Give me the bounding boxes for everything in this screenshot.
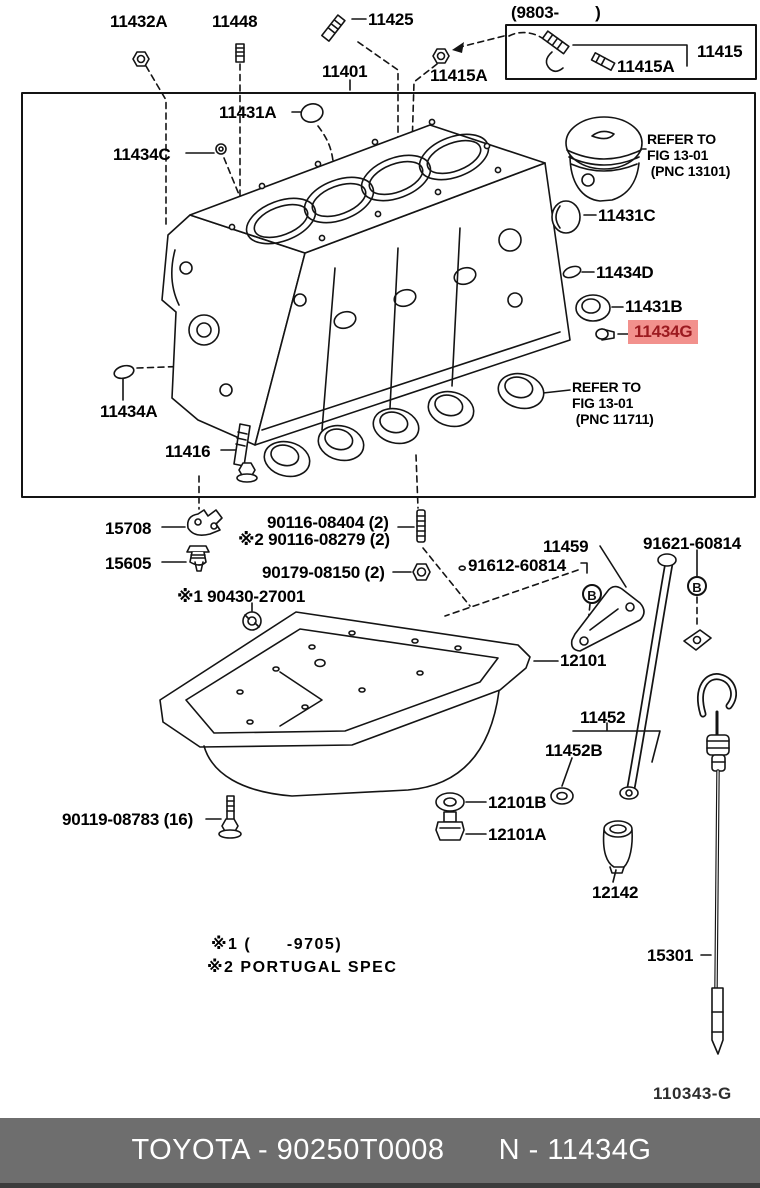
part-label-15301[interactable]: 15301	[647, 946, 694, 965]
part-label-91612-60814[interactable]: 91612-60814	[468, 556, 567, 575]
refer-note-pnc-13101: REFER TO FIG 13-01 (PNC 13101)	[647, 131, 731, 179]
part-label-11415a-upper[interactable]: 11415A	[430, 66, 488, 85]
footer-catalog-id: TOYOTA - 90250T0008	[131, 1134, 445, 1166]
part-label-11434c[interactable]: 11434C	[113, 145, 171, 164]
part-label-12101b[interactable]: 12101B	[488, 793, 547, 812]
footer-part-number: N - 11434G	[498, 1134, 652, 1166]
part-label-11416[interactable]: 11416	[165, 442, 211, 461]
part-label-90116-08279[interactable]: ※2 90116-08279 (2)	[238, 530, 390, 549]
part-label-11434g[interactable]: 11434G	[628, 320, 699, 344]
part-label-11425[interactable]: 11425	[368, 10, 414, 29]
part-label-91621-60814[interactable]: 91621-60814	[643, 534, 742, 553]
part-label-11415a-box[interactable]: 11415A	[617, 57, 675, 76]
footnote-1: ※1 ( -9705)	[211, 936, 343, 953]
part-label-90430-27001[interactable]: ※1 90430-27001	[177, 587, 306, 606]
part-label-15605[interactable]: 15605	[105, 554, 152, 573]
bolt-marker-b-2: B	[687, 576, 707, 596]
part-label-12101a[interactable]: 12101A	[488, 825, 547, 844]
part-label-11431b[interactable]: 11431B	[625, 297, 683, 316]
part-label-11431a[interactable]: 11431A	[219, 103, 277, 122]
part-label-11431c[interactable]: 11431C	[598, 206, 656, 225]
refer-note-pnc-11711: REFER TO FIG 13-01 (PNC 11711)	[572, 379, 654, 427]
part-label-15708[interactable]: 15708	[105, 519, 152, 538]
part-label-12142[interactable]: 12142	[592, 883, 639, 902]
bolt-marker-b-1: B	[582, 584, 602, 604]
diagram-code: 110343-G	[653, 1084, 732, 1103]
part-label-90179-08150[interactable]: 90179-08150 (2)	[262, 563, 385, 582]
footnote-2: ※2 PORTUGAL SPEC	[207, 959, 398, 976]
part-label-11448[interactable]: 11448	[212, 12, 258, 31]
part-label-12101[interactable]: 12101	[560, 651, 607, 670]
part-label-11432a[interactable]: 11432A	[110, 12, 168, 31]
part-label-90116-08404[interactable]: 90116-08404 (2)	[267, 513, 389, 532]
part-label-11401[interactable]: 11401	[322, 62, 368, 81]
part-label-11452b[interactable]: 11452B	[545, 741, 603, 760]
date-range-note: (9803- )	[511, 3, 601, 22]
part-label-90119-08783[interactable]: 90119-08783 (16)	[62, 810, 194, 829]
part-label-11415[interactable]: 11415	[697, 42, 743, 61]
part-label-11434a[interactable]: 11434A	[100, 402, 158, 421]
part-label-11452[interactable]: 11452	[580, 708, 626, 727]
part-label-11459[interactable]: 11459	[543, 537, 589, 556]
part-label-11434d[interactable]: 11434D	[596, 263, 654, 282]
footer-bar: TOYOTA - 90250T0008 N - 11434G	[0, 1118, 760, 1188]
